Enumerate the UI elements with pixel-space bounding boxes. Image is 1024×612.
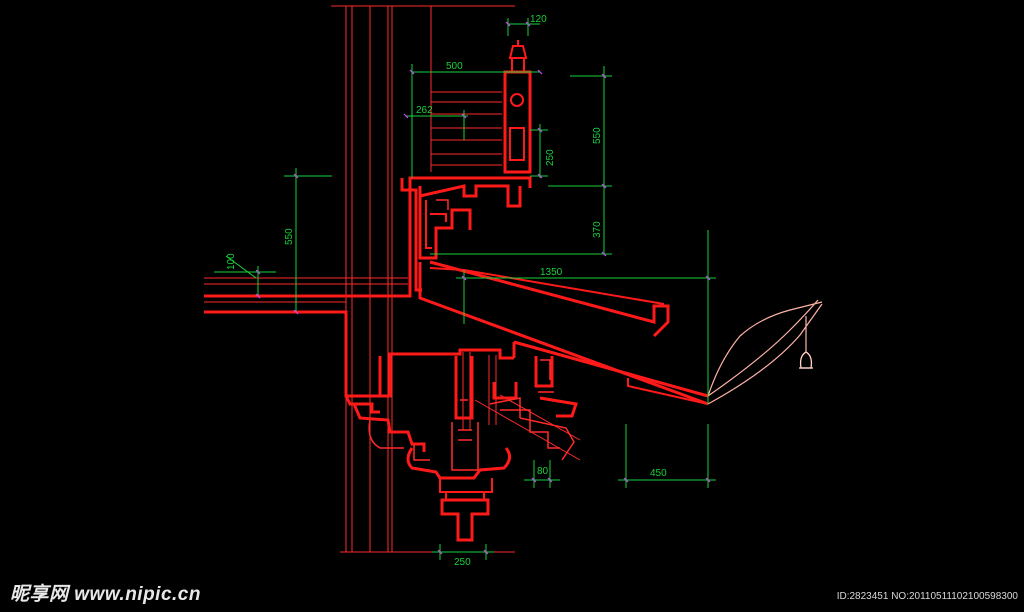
dim-80: 80 — [537, 466, 549, 477]
bracket-details — [368, 199, 575, 471]
dim-1350: 1350 — [540, 267, 563, 278]
watermark-logo: 昵享网 www.nipic.cn — [10, 584, 201, 605]
dim-262: 262 — [416, 105, 433, 116]
dimension-lines — [214, 18, 716, 560]
dim-370: 370 — [592, 221, 603, 238]
main-outline — [204, 40, 709, 542]
column-lines — [204, 5, 581, 553]
dim-550-left: 550 — [284, 228, 295, 245]
dimension-ticks — [255, 21, 711, 555]
dim-250-bottom: 250 — [454, 557, 471, 568]
dim-550-right: 550 — [592, 127, 603, 144]
dim-100: 100 — [226, 253, 237, 270]
dim-450: 450 — [650, 468, 667, 479]
dim-500: 500 — [446, 61, 463, 72]
dim-120: 120 — [530, 14, 547, 25]
dim-250-post: 250 — [545, 149, 556, 166]
flying-eave-tip — [707, 299, 823, 405]
hanging-bell-icon — [799, 351, 813, 369]
watermark-id: ID:2823451 NO:20110511102100598300 — [836, 591, 1018, 602]
